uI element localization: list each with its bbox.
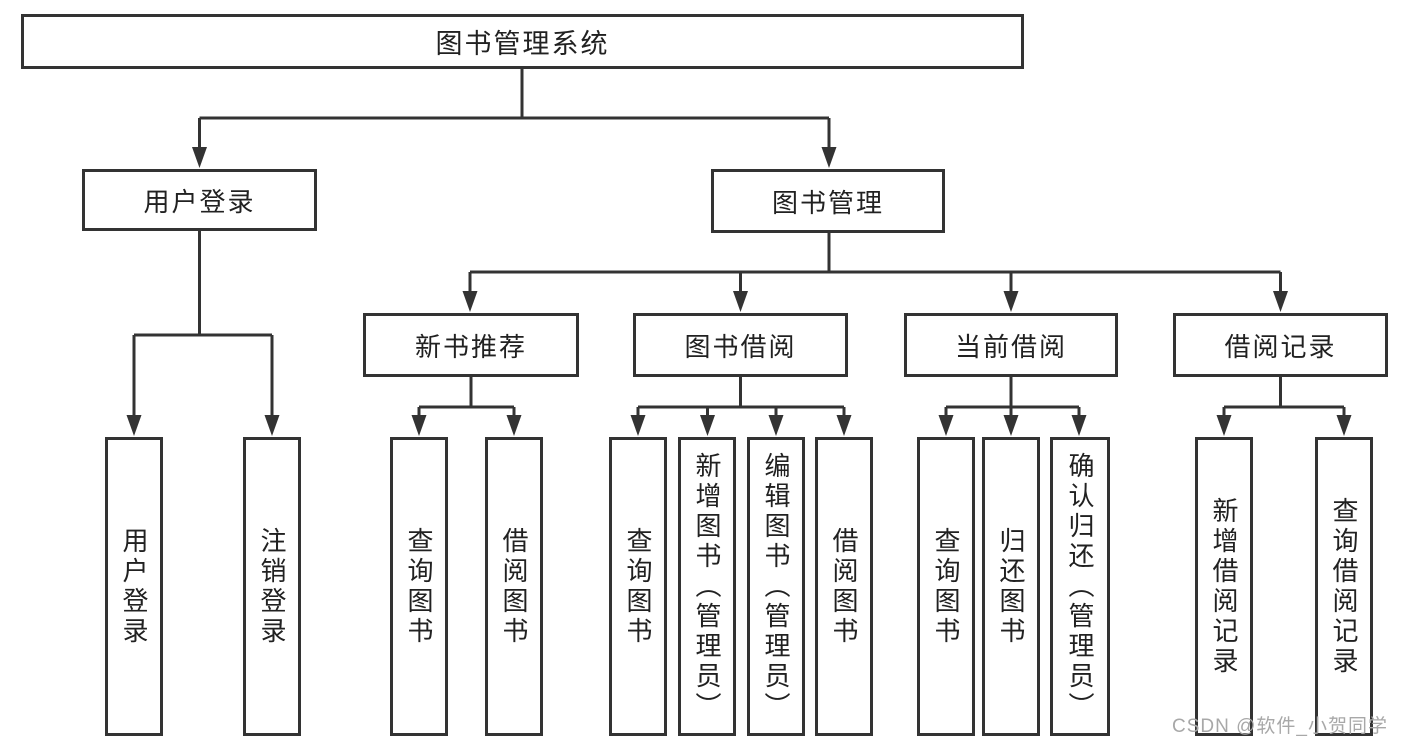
leaf-borrow-books-recommend: 借阅图书 — [485, 437, 543, 736]
node-label: 归还图书 — [996, 526, 1026, 647]
node-label: 当前借阅 — [954, 331, 1067, 362]
node-book-management: 图书管理 — [711, 169, 945, 233]
node-label: 图书管理 — [771, 187, 884, 218]
node-label: 查询借阅记录 — [1329, 496, 1359, 677]
leaf-query-books-borrow: 查询图书 — [609, 437, 667, 736]
connector-current-borrow-branch — [938, 377, 1087, 436]
leaf-query-books-recommend: 查询图书 — [390, 437, 448, 736]
leaf-add-books-admin: 新增图书（管理员） — [678, 437, 736, 736]
node-label: 确认归还（管理员） — [1065, 451, 1095, 722]
leaf-logout: 注销登录 — [243, 437, 301, 736]
leaf-add-borrow-record: 新增借阅记录 — [1195, 437, 1253, 736]
node-label: 借阅图书 — [499, 526, 529, 647]
leaf-user-login: 用户登录 — [105, 437, 163, 736]
node-label: 编辑图书（管理员） — [761, 451, 791, 722]
connector-root-to-level2 — [192, 69, 837, 168]
leaf-edit-books-admin: 编辑图书（管理员） — [747, 437, 805, 736]
node-current-borrowing: 当前借阅 — [904, 313, 1118, 377]
node-label: 注销登录 — [257, 526, 287, 647]
node-label: 新书推荐 — [414, 331, 527, 362]
node-label: 用户登录 — [143, 186, 256, 217]
node-label: 借阅记录 — [1224, 331, 1337, 362]
leaf-return-books: 归还图书 — [982, 437, 1040, 736]
node-book-borrowing: 图书借阅 — [633, 313, 848, 377]
connector-book-borrow-branch — [630, 377, 852, 436]
node-label: 用户登录 — [119, 526, 149, 647]
node-user-login: 用户登录 — [82, 169, 317, 231]
connector-user-login-branch — [126, 231, 280, 436]
node-library-management-system: 图书管理系统 — [21, 14, 1024, 69]
leaf-borrow-books: 借阅图书 — [815, 437, 873, 736]
watermark: CSDN @软件_小贺同学 — [1172, 716, 1388, 737]
node-label: 查询图书 — [931, 526, 961, 647]
node-label: 图书管理系统 — [435, 29, 610, 59]
connector-book-management-branch — [462, 233, 1288, 312]
leaf-query-books-current: 查询图书 — [917, 437, 975, 736]
node-label: 查询图书 — [623, 526, 653, 647]
connector-new-book-branch — [411, 377, 522, 436]
leaf-confirm-return-admin: 确认归还（管理员） — [1050, 437, 1110, 736]
node-label: 新增图书（管理员） — [692, 451, 722, 722]
node-borrowing-records: 借阅记录 — [1173, 313, 1388, 377]
node-label: 新增借阅记录 — [1209, 496, 1239, 677]
connector-borrow-records-branch — [1216, 377, 1352, 436]
node-label: 借阅图书 — [829, 526, 859, 647]
node-label: 图书借阅 — [684, 331, 797, 362]
leaf-query-borrow-record: 查询借阅记录 — [1315, 437, 1373, 736]
node-new-book-recommendation: 新书推荐 — [363, 313, 579, 377]
node-label: 查询图书 — [404, 526, 434, 647]
